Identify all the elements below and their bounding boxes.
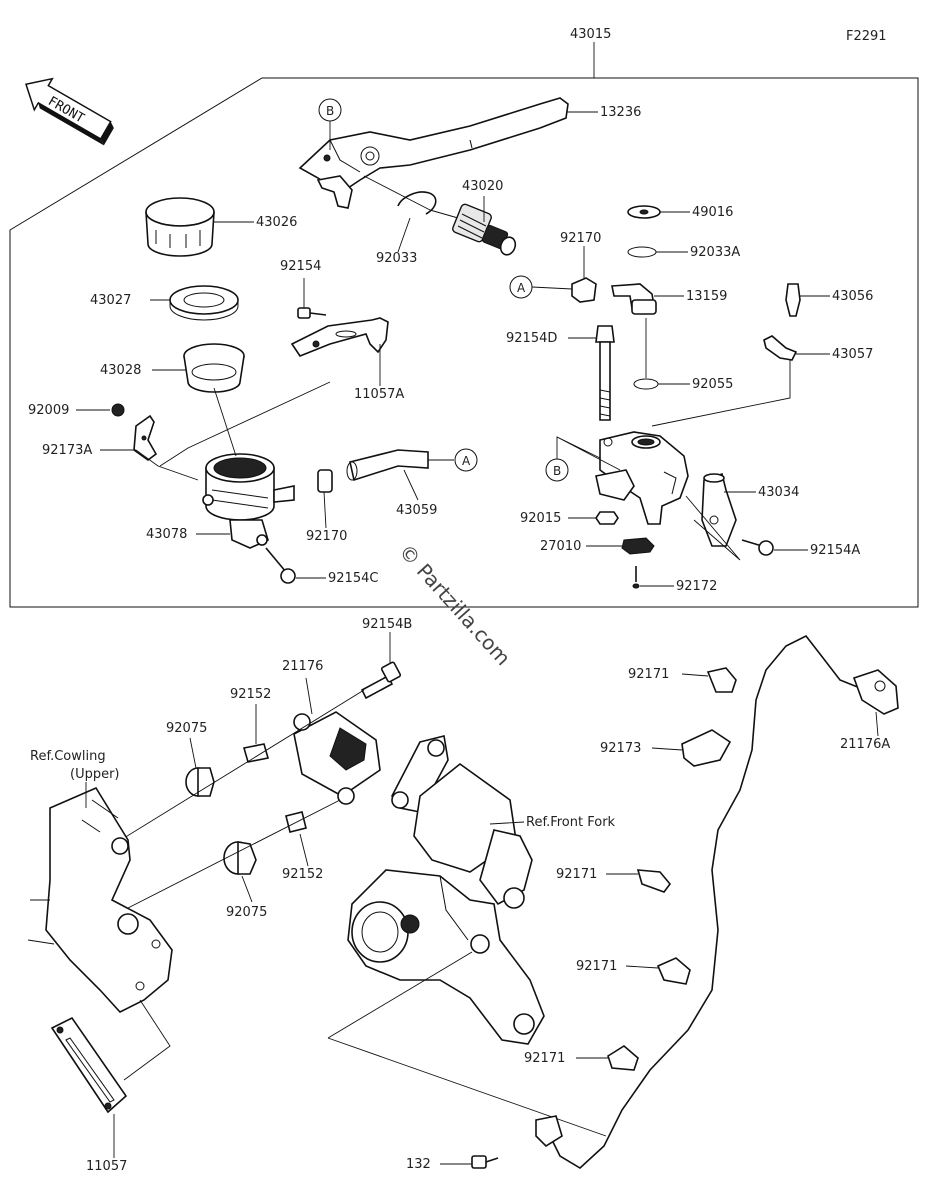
grommet-92075-upper (185, 767, 215, 797)
washer-92055 (633, 378, 659, 390)
bolt-92154B (360, 661, 402, 700)
label-43026: 43026 (256, 215, 297, 230)
label-92152-lower: 92152 (282, 867, 323, 882)
reservoir-tank-43078 (202, 453, 295, 549)
watermark: © Partzilla.com (394, 539, 515, 670)
label-13159: 13159 (686, 289, 727, 304)
callout-b-lever-text: B (326, 104, 334, 118)
label-92173A: 92173A (42, 443, 92, 458)
ref-cowling-line1: Ref.Cowling (30, 749, 106, 764)
hose-43059 (346, 449, 429, 482)
bolt-132 (471, 1155, 499, 1169)
label-92172: 92172 (676, 579, 717, 594)
clip-92171-top (706, 667, 737, 693)
screw-92009 (111, 403, 125, 417)
label-132: 132 (406, 1157, 431, 1172)
label-11057A: 11057A (354, 387, 404, 402)
label-92170-lower: 92170 (306, 529, 347, 544)
bolt-92154A (741, 539, 774, 556)
label-92171-bottom: 92171 (524, 1051, 565, 1066)
bracket-11057A (290, 317, 389, 386)
label-92015: 92015 (520, 511, 561, 526)
label-92075-lower: 92075 (226, 905, 267, 920)
hose-fitting-13159 (611, 283, 657, 315)
label-21176A: 21176A (840, 737, 890, 752)
label-43057: 43057 (832, 347, 873, 362)
push-rod-43020 (429, 203, 517, 256)
label-92154D: 92154D (506, 331, 557, 346)
label-92173: 92173 (600, 741, 641, 756)
reservoir-cap-43026 (145, 197, 215, 257)
label-92033: 92033 (376, 251, 417, 266)
label-43027: 43027 (90, 293, 131, 308)
cowling-bracket (27, 786, 173, 1013)
label-92075-upper: 92075 (166, 721, 207, 736)
diaphragm-plate-43027 (169, 285, 239, 321)
label-43059: 43059 (396, 503, 437, 518)
hose-clamp-92170-upper (571, 277, 597, 303)
assembly-frame (9, 77, 919, 608)
label-92055: 92055 (692, 377, 733, 392)
label-92154A: 92154A (810, 543, 860, 558)
label-92152-upper: 92152 (230, 687, 271, 702)
clamp-92173 (681, 729, 732, 767)
label-49016: 49016 (692, 205, 733, 220)
ref-front-fork: Ref.Front Fork (526, 815, 616, 830)
label-92170-upper: 92170 (560, 231, 601, 246)
label-13236: 13236 (600, 105, 641, 120)
grommet-92075-lower (223, 841, 257, 875)
label-92009: 92009 (28, 403, 69, 418)
label-92171-top: 92171 (628, 667, 669, 682)
label-43028: 43028 (100, 363, 141, 378)
collar-92152-upper (242, 743, 270, 763)
label-43078: 43078 (146, 527, 187, 542)
screw-92172 (632, 566, 640, 589)
callout-b-cylinder-text: B (553, 464, 561, 478)
label-92171-lower: 92171 (576, 959, 617, 974)
nut-92015 (595, 511, 619, 525)
sensor-cable-21176A (535, 634, 899, 1169)
banjo-bolt-92154D (595, 325, 615, 421)
lever-clamp-43034 (701, 472, 737, 547)
clip-92171-mid (636, 869, 672, 893)
label-11057: 11057 (86, 1159, 127, 1174)
snap-ring-92033 (363, 175, 437, 215)
bleeder-43056 (785, 283, 801, 317)
diaphragm-43028 (183, 343, 245, 393)
hose-clamp-92170-lower (317, 469, 333, 493)
callout-a-fitting (509, 275, 533, 299)
figure-code: F2291 (846, 29, 887, 44)
label-43034: 43034 (758, 485, 799, 500)
bolt-92154 (297, 307, 327, 319)
label-92033A: 92033A (690, 245, 740, 260)
clip-92171-lower (656, 957, 691, 985)
label-92154: 92154 (280, 259, 321, 274)
bracket-11057 (50, 1016, 128, 1114)
front-fork-bracket (347, 735, 545, 1045)
callout-a-fitting-text: A (517, 281, 526, 295)
sensor-21176 (293, 711, 381, 805)
clip-92171-bottom (607, 1045, 639, 1071)
label-43056: 43056 (832, 289, 873, 304)
callout-a-hose (454, 448, 478, 472)
label-21176: 21176 (282, 659, 323, 674)
brake-switch-27010 (621, 537, 655, 555)
label-27010: 27010 (540, 539, 581, 554)
cap-49016 (627, 205, 661, 219)
front-direction-badge: FRONT (25, 77, 114, 146)
label-43020: 43020 (462, 179, 503, 194)
snap-ring-92033A (627, 246, 657, 258)
brake-lever (298, 97, 569, 209)
label-92154B: 92154B (362, 617, 412, 632)
master-cylinder-body (595, 431, 689, 525)
callout-a-hose-text: A (462, 454, 471, 468)
bolt-92154C (265, 547, 296, 584)
label-92171-mid: 92171 (556, 867, 597, 882)
bleeder-cap-43057 (763, 335, 798, 361)
label-43015: 43015 (570, 27, 611, 42)
clamp-92173A (133, 414, 158, 461)
ref-cowling-line2: (Upper) (70, 767, 120, 782)
label-92154C: 92154C (328, 571, 378, 586)
